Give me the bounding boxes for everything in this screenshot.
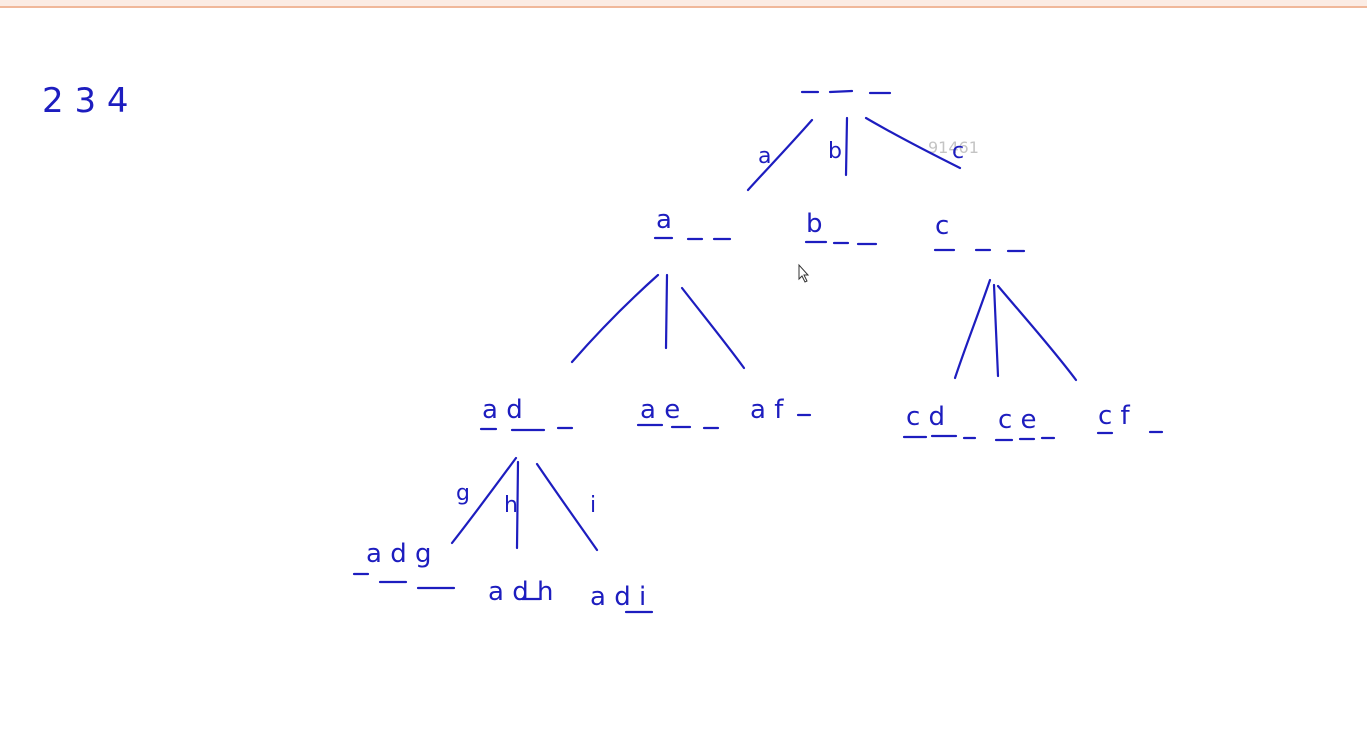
level3-node-adi: a d i [590,582,654,614]
level3-node-adh: a d h [488,577,553,607]
svg-text:a e: a e [640,395,680,425]
level2-node-ae: a e [636,395,720,430]
edge-label-g: g [456,481,470,506]
svg-text:c e: c e [998,405,1037,435]
watermark-text: 91461 [928,138,979,157]
edge-label-i: i [590,493,596,518]
edges-from-a [570,273,746,370]
svg-text:a d i: a d i [590,582,646,612]
level2-node-cd: c d [902,402,977,440]
level2-node-ad: a d [479,395,574,432]
svg-text:b: b [806,209,823,239]
input-digits-text: 2 3 4 [42,81,129,121]
edge-label-b: b [828,139,842,164]
svg-text:a d: a d [482,395,523,425]
level1-node-a: a [653,205,732,241]
level1-node-b: b [804,209,878,246]
svg-text:c: c [935,211,949,241]
edges-from-c [953,278,1078,382]
level2-node-cf: c f [1096,401,1164,435]
edge-label-a: a [758,144,771,169]
level1-node-c: c [933,211,1026,253]
cursor-icon [798,263,810,283]
svg-text:c f: c f [1098,401,1131,431]
svg-text:a d g: a d g [366,539,431,569]
edge-label-h: h [504,493,518,518]
root-edges [746,116,962,192]
edge-label-c: c [952,139,964,164]
svg-text:a: a [656,205,672,235]
level2-node-ce: c e [994,405,1056,442]
svg-text:a d h: a d h [488,577,553,607]
root-node [800,89,892,95]
svg-text:c d: c d [906,402,945,432]
svg-text:a f: a f [750,395,784,425]
level2-node-af: a f [750,395,812,425]
level3-node-adg: a d g [352,539,456,590]
edges-from-ad [450,456,599,552]
top-border [0,0,1367,8]
